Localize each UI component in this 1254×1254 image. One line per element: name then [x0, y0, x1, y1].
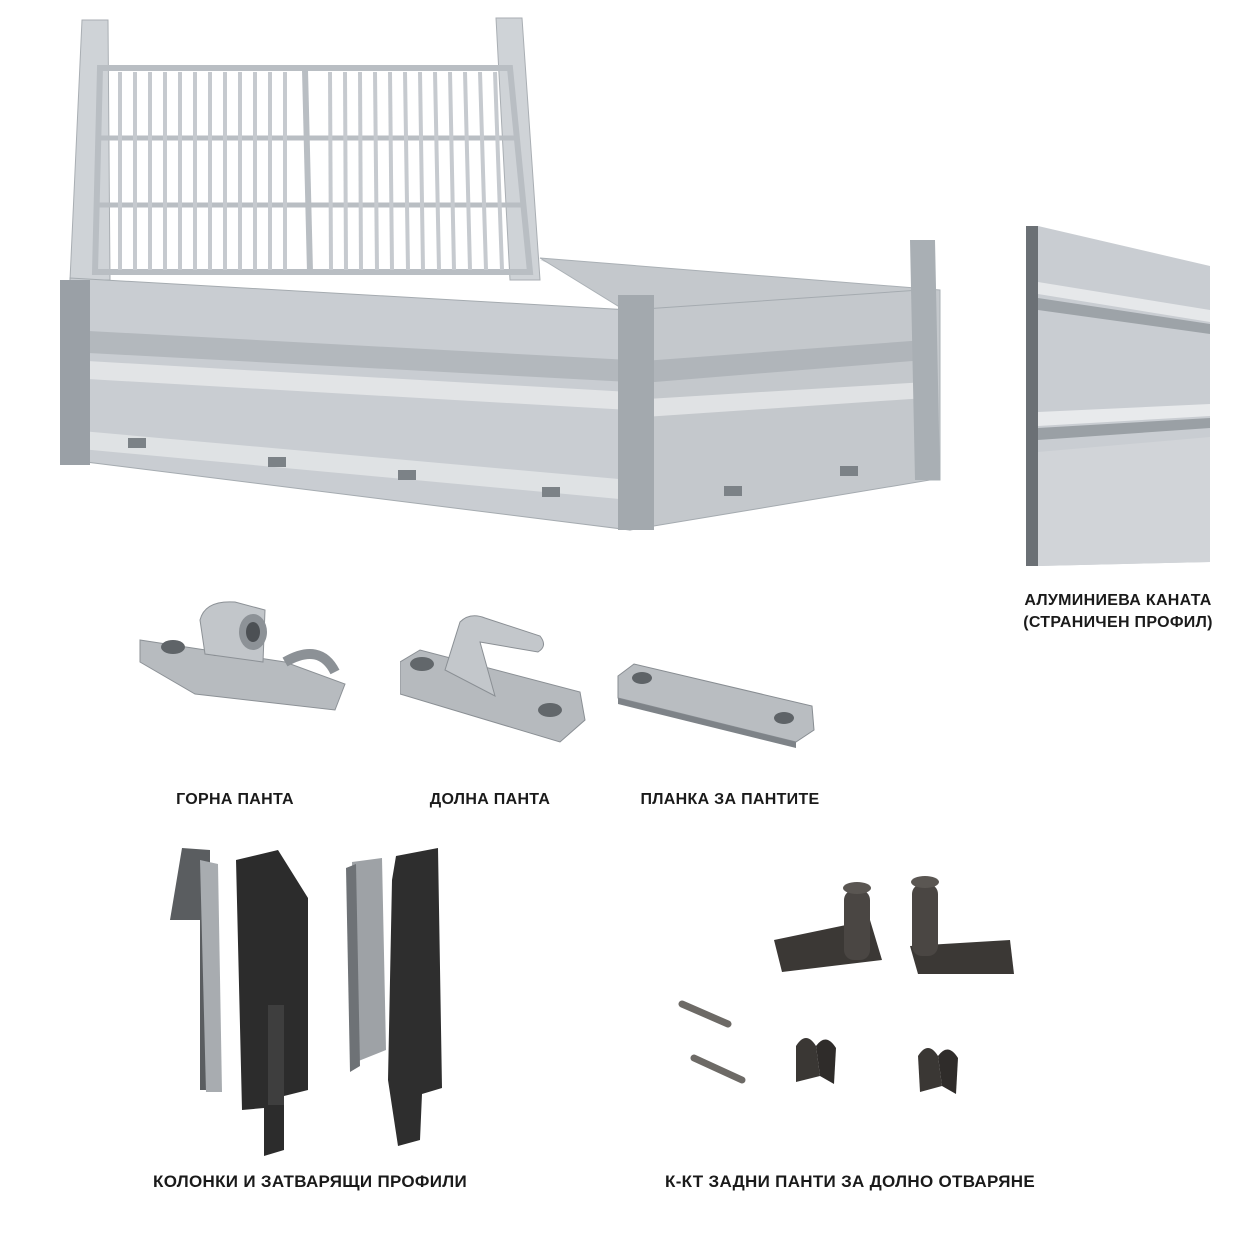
rear-hinges-label: К-КТ ЗАДНИ ПАНТИ ЗА ДОЛНО ОТВАРЯНЕ — [665, 1172, 1035, 1191]
upper-hinge-illustration — [135, 592, 350, 717]
hinge-plate-illustration — [612, 658, 818, 748]
hinge-plate-label: ПЛАНКА ЗА ПАНТИТЕ — [640, 791, 820, 808]
columns-and-profiles-illustration — [160, 840, 450, 1160]
rear-hinges-kit-illustration — [670, 870, 1020, 1120]
lower-hinge-illustration — [400, 612, 590, 747]
columns-label: КОЛОНКИ И ЗАТВАРЯЩИ ПРОФИЛИ — [153, 1172, 467, 1191]
lower-hinge-label: ДОЛНА ПАНТА — [429, 791, 551, 808]
aluminium-channel-label-line2: (СТРАНИЧЕН ПРОФИЛ) — [1023, 614, 1213, 631]
aluminium-side-profile-illustration — [1020, 222, 1220, 572]
truck-body-illustration — [40, 10, 960, 540]
upper-hinge-label: ГОРНА ПАНТА — [176, 791, 294, 808]
aluminium-channel-label-line1: АЛУМИНИЕВА КАНАТА — [1024, 592, 1212, 609]
